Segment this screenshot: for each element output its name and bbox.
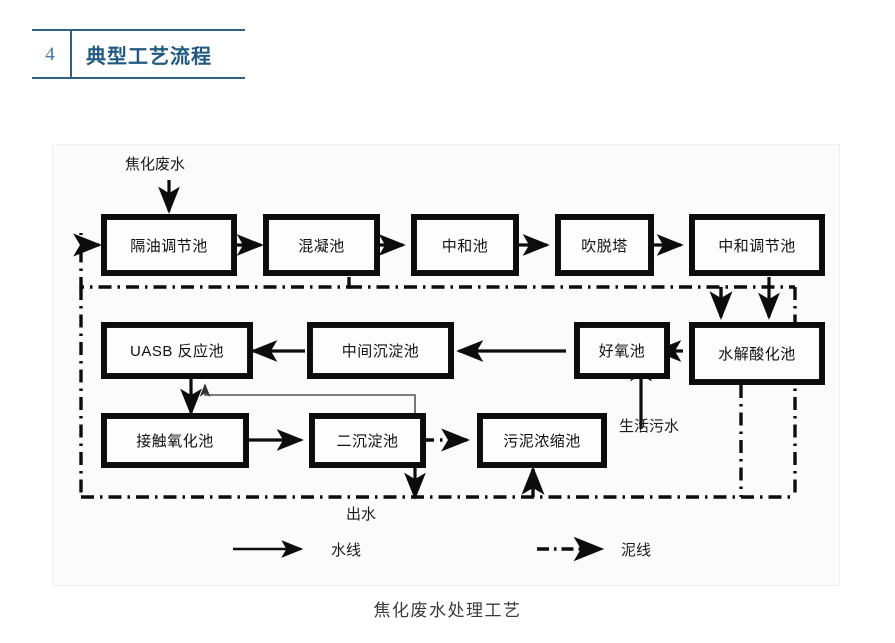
label-inlet-domestic: 生活污水 <box>619 418 680 435</box>
process-box-zjcdc[interactable]: 中间沉淀池 <box>307 322 454 379</box>
process-label: 接触氧化池 <box>106 418 244 463</box>
process-label: 水解酸化池 <box>694 327 820 380</box>
process-box-gyTjc[interactable]: 隔油调节池 <box>101 214 237 276</box>
process-box-uasb[interactable]: UASB 反应池 <box>101 322 253 379</box>
label-inlet-coking: 焦化废水 <box>125 156 186 173</box>
process-label: 二沉淀池 <box>314 418 421 463</box>
edge-echendc-uasb-recycle <box>199 383 416 413</box>
section-number: 4 <box>45 43 55 65</box>
page-title: 典型工艺流程 <box>86 45 212 68</box>
label-outlet-effluent: 出水 <box>346 506 377 523</box>
process-box-jcyhc[interactable]: 接触氧化池 <box>101 413 249 468</box>
process-label: 中和调节池 <box>694 219 820 271</box>
sludge-bus-upper <box>79 233 351 289</box>
process-label: 污泥浓缩池 <box>482 418 602 463</box>
process-box-hyc[interactable]: 好氧池 <box>574 322 670 379</box>
process-box-ctt[interactable]: 吹脱塔 <box>555 214 654 276</box>
process-label: 混凝池 <box>268 219 375 271</box>
process-box-echendc[interactable]: 二沉淀池 <box>309 413 426 468</box>
legend-label-sludge: 泥线 <box>621 542 652 559</box>
figure-caption: 焦化废水处理工艺 <box>373 601 522 620</box>
figure-panel: 隔油调节池 混凝池 中和池 吹脱塔 中和调节池 UASB 反应池 中间沉淀池 好… <box>52 144 840 586</box>
process-box-hnc[interactable]: 混凝池 <box>263 214 380 276</box>
process-box-zhc[interactable]: 中和池 <box>411 214 519 276</box>
process-box-sjsh[interactable]: 水解酸化池 <box>689 322 825 385</box>
process-label: 吹脱塔 <box>560 219 649 271</box>
process-box-zhtjc[interactable]: 中和调节池 <box>689 214 825 276</box>
process-label: 中间沉淀池 <box>312 327 449 374</box>
process-label: UASB 反应池 <box>106 327 248 374</box>
process-label: 隔油调节池 <box>106 219 232 271</box>
legend-label-water: 水线 <box>331 542 362 559</box>
header-divider <box>70 31 72 77</box>
process-label: 中和池 <box>416 219 514 271</box>
section-header: 4 典型工艺流程 <box>32 29 245 79</box>
process-label: 好氧池 <box>579 327 665 374</box>
process-box-wnnsc[interactable]: 污泥浓缩池 <box>477 413 607 468</box>
